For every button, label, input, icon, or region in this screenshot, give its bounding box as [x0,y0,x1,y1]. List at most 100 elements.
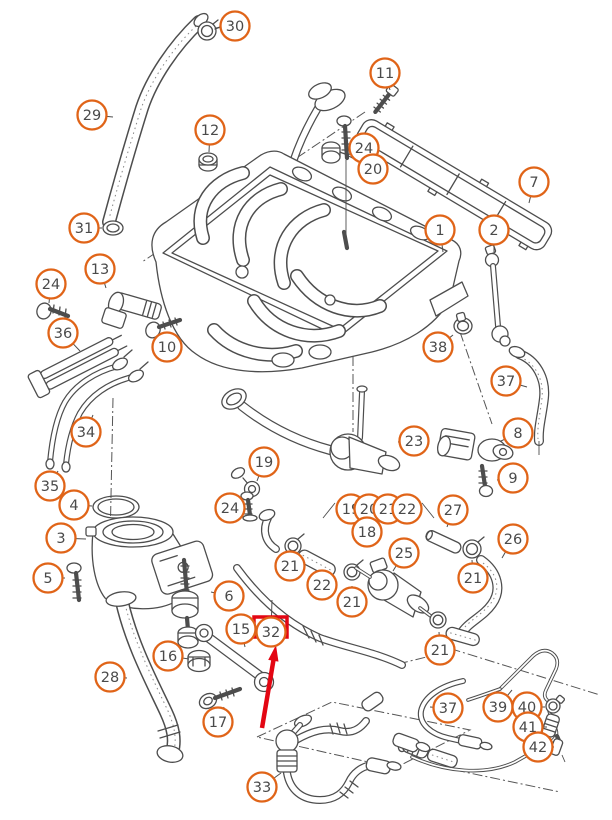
callout-35[interactable]: 35 [34,470,66,502]
svg-text:23: 23 [405,434,423,450]
callout-37[interactable]: 37 [432,692,464,724]
ringed-body [276,749,298,773]
hose-assembly-33 [275,691,431,805]
callout-38[interactable]: 38 [422,331,454,363]
callout-6[interactable]: 6 [213,580,245,612]
intake-manifold-1 [151,150,469,373]
bolt-24-center [240,491,258,522]
breather-pipe-assembly [221,385,401,553]
vent-pipe [286,82,346,176]
callout-22[interactable]: 22 [391,493,423,525]
hose-37-right [508,345,550,455]
svg-text:25: 25 [395,546,413,562]
support-rod-2 [484,244,511,347]
svg-text:41: 41 [519,720,537,736]
callout-8[interactable]: 8 [502,417,534,449]
callout-39[interactable]: 39 [482,691,514,723]
callout-24[interactable]: 24 [214,492,246,524]
callout-12[interactable]: 12 [194,114,226,146]
callout-21[interactable]: 21 [274,550,306,582]
callout-24[interactable]: 24 [35,268,67,300]
hose-37-bottom [417,678,493,751]
hose-32 [233,564,406,669]
callout-34[interactable]: 34 [70,416,102,448]
bolt-11 [373,83,399,115]
pipe-end-35 [45,458,55,470]
callout-2[interactable]: 2 [478,214,510,246]
callout-18[interactable]: 18 [351,516,383,548]
callout-28[interactable]: 28 [94,661,126,693]
callout-36[interactable]: 36 [47,317,79,349]
bolt-17 [198,686,243,710]
svg-text:34: 34 [77,425,95,441]
callout-31[interactable]: 31 [68,212,100,244]
bolt-24-left [36,302,71,320]
svg-text:30: 30 [226,19,244,35]
clamp-21d [429,611,447,629]
callout-19[interactable]: 19 [248,446,280,478]
callout-3[interactable]: 3 [45,522,77,554]
svg-text:26: 26 [504,532,522,548]
clamp-38 [453,311,473,335]
callout-21[interactable]: 21 [457,562,489,594]
callout-9[interactable]: 9 [497,462,529,494]
svg-text:22: 22 [313,578,331,594]
hose-stub [445,626,480,647]
callout-11[interactable]: 11 [369,57,401,89]
callout-22[interactable]: 22 [306,569,338,601]
callout-20[interactable]: 20 [357,153,389,185]
bolt-10 [145,317,183,339]
nut-12 [198,152,218,172]
callout-33[interactable]: 33 [246,771,278,803]
svg-text:24: 24 [42,277,60,293]
callout-21[interactable]: 21 [336,586,368,618]
callout-7[interactable]: 7 [518,166,550,198]
svg-text:37: 37 [497,374,515,390]
callout-16[interactable]: 16 [152,640,184,672]
callout-25[interactable]: 25 [388,537,420,569]
bolt-5 [66,562,82,603]
callout-13[interactable]: 13 [84,253,116,285]
callout-4[interactable]: 4 [58,489,90,521]
svg-text:8: 8 [513,426,522,442]
svg-text:36: 36 [54,326,72,342]
o-ring-4 [92,495,140,519]
svg-text:27: 27 [444,503,462,519]
bolt-24-top [336,115,352,161]
svg-text:42: 42 [529,740,547,756]
leader-lines [48,26,554,779]
callout-30[interactable]: 30 [219,10,251,42]
svg-text:35: 35 [41,479,59,495]
callout-15[interactable]: 15 [225,613,257,645]
callout-42[interactable]: 42 [522,731,554,763]
callout-1[interactable]: 1 [424,214,456,246]
svg-text:4: 4 [69,498,78,514]
callout-27[interactable]: 27 [437,494,469,526]
svg-text:31: 31 [75,221,93,237]
callout-21[interactable]: 21 [424,634,456,666]
clamp-21c [462,536,485,559]
clamp-31 [102,220,124,236]
svg-text:21: 21 [464,571,482,587]
svg-text:16: 16 [159,649,177,665]
callout-37[interactable]: 37 [490,365,522,397]
svg-text:20: 20 [364,162,382,178]
callout-26[interactable]: 26 [497,523,529,555]
callout-17[interactable]: 17 [202,706,234,738]
svg-text:19: 19 [255,455,273,471]
nut-16 [187,649,211,673]
callout-29[interactable]: 29 [76,99,108,131]
svg-text:22: 22 [398,502,416,518]
svg-text:2: 2 [489,223,498,239]
svg-text:1: 1 [435,223,444,239]
svg-text:11: 11 [376,66,394,82]
svg-text:38: 38 [429,340,447,356]
callout-5[interactable]: 5 [32,562,64,594]
callout-23[interactable]: 23 [398,425,430,457]
sensor-13 [101,291,162,329]
double-tube-36 [27,334,128,399]
callout-32[interactable]: 32 [255,616,287,648]
callout-10[interactable]: 10 [151,331,183,363]
svg-text:3: 3 [56,531,65,547]
